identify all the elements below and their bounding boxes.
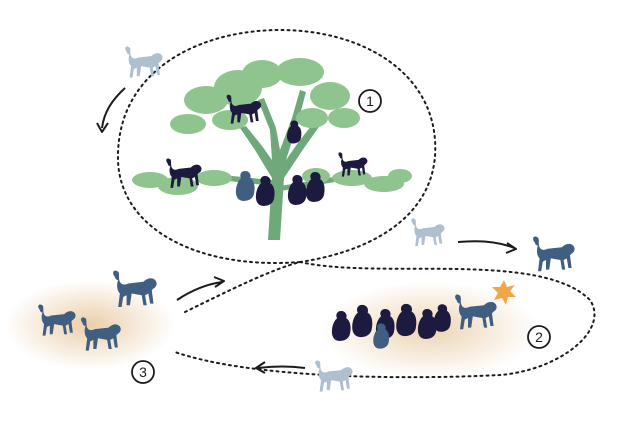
arrow-icon (458, 241, 514, 248)
stage-number: 3 (139, 364, 147, 380)
monkey-silhouette-icon (411, 218, 444, 246)
monkey-silhouette-icon (236, 171, 255, 201)
arrow-icon (102, 88, 125, 128)
stage-marker-2: 2 (528, 326, 550, 348)
stage-number: 1 (366, 93, 374, 109)
arrow-icon (258, 367, 305, 369)
stage-marker-3: 3 (132, 361, 154, 383)
monkey-silhouette-icon (533, 237, 574, 272)
stage-marker-1: 1 (359, 90, 381, 112)
tree-icon (132, 58, 412, 240)
stage-number: 2 (535, 329, 543, 345)
monkey-silhouette-icon (125, 46, 162, 77)
monkey-silhouette-icon (315, 360, 352, 391)
arrow-icon (177, 282, 222, 300)
